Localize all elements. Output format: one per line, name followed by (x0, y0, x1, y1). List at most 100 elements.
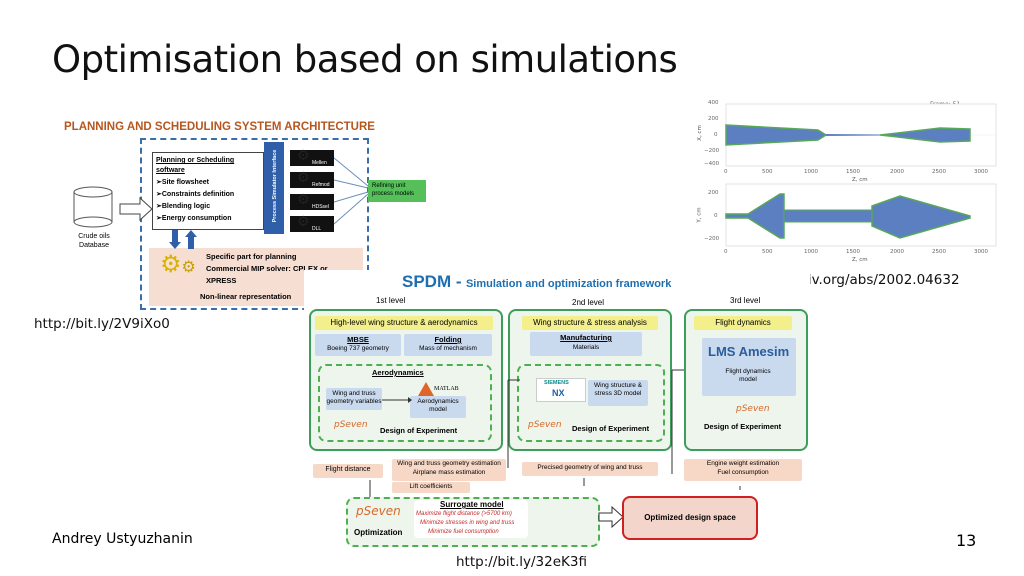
manufacturing-title: Manufacturing (560, 333, 612, 342)
dll-block (290, 150, 334, 166)
slide-title: Optimisation based on simulations (52, 38, 678, 81)
mbse-box: MBSE Boeing 737 geometry (315, 334, 401, 356)
refining-label: Refining unit process models (372, 183, 415, 197)
surrogate-line: Maximize flight distance (>5700 km) (416, 511, 512, 517)
database-arrow (119, 196, 153, 222)
plot-tick: 3000 (974, 249, 988, 255)
manufacturing-box: Manufacturing Materials (530, 332, 642, 356)
dll-block (290, 216, 334, 232)
matlab-icon (418, 382, 434, 396)
mass-est-label: Airplane mass estimation (412, 469, 486, 476)
optimization-label: Optimization (354, 528, 403, 537)
planning-link[interactable]: http://bit.ly/2V9iXo0 (34, 316, 170, 332)
aero-model-box: Aerodynamics model (410, 396, 466, 418)
gear-icon: ⚙ (297, 214, 310, 230)
amesim-box (702, 338, 796, 396)
nonlinear-label: Non-linear representation (200, 292, 292, 301)
dll-block (290, 194, 334, 210)
refining-connector-lines (334, 157, 369, 225)
pseven-logo: pSeven (334, 420, 368, 430)
pseven-logo: pSeven (356, 504, 401, 518)
plot-xlabel: Z, cm (852, 257, 868, 263)
spdm-title-sub: Simulation and optimization framework (465, 278, 672, 290)
level1-header: High-level wing structure & aerodynamics (315, 316, 493, 330)
geom-est-label: Wing and truss geometry estimation (397, 460, 501, 467)
software-header: Planning or Scheduling software (156, 157, 235, 174)
aero-frame (318, 364, 492, 442)
plot-tick: 0 (724, 249, 728, 255)
dll-label: Refmod (312, 182, 330, 188)
plot-tick: −200 (704, 148, 720, 154)
plot-tick: 400 (708, 100, 719, 106)
surrogate-line: Minimize stresses in wing and truss (420, 520, 515, 526)
plot-tick: −200 (704, 236, 720, 242)
plot-tick: 3000 (974, 169, 988, 175)
surrogate-title: Surrogate model (440, 500, 504, 509)
surrogate-line: Minimize fuel consumption (428, 529, 499, 535)
specific-line: Specific part for planning (206, 252, 297, 261)
specific-line: XPRESS (206, 276, 237, 285)
siemens-label: SIEMENS (544, 380, 569, 386)
database-label: Crude oils Database (78, 233, 110, 249)
level-label: 1st level (376, 296, 406, 305)
precised-geometry-box: Precised geometry of wing and truss (522, 462, 658, 476)
planning-title: PLANNING AND SCHEDULING SYSTEM ARCHITECT… (64, 121, 375, 133)
pseven-logo: pSeven (528, 420, 562, 430)
plot-tick: 0 (714, 213, 718, 219)
level-label: 3rd level (730, 296, 761, 305)
spdm-title-main: SPDM - (402, 272, 462, 291)
dll-label: Mellen (312, 160, 327, 166)
plot-tick: 1500 (846, 169, 860, 175)
software-item: ➢Constraints definition (156, 191, 235, 198)
specific-line: Commercial MIP solver: CPLEX or (206, 264, 328, 273)
stress-frame (517, 364, 665, 442)
plot-tick: 2000 (890, 249, 904, 255)
spdm-title: SPDM - Simulation and optimization frame… (402, 272, 671, 292)
amesim-label: LMS Amesim (708, 344, 790, 359)
dll-block (290, 172, 334, 188)
plot-tick: 1500 (846, 249, 860, 255)
dll-label: HDSsel (312, 204, 329, 210)
geometry-estimation-box: Wing and truss geometry estimation Airpl… (392, 459, 506, 481)
folding-box: Folding Mass of mechanism (404, 334, 492, 356)
plot-tick: −400 (704, 161, 720, 167)
surrogate-box (414, 500, 528, 538)
fuel-label: Fuel consumption (717, 469, 769, 476)
gear-icon: ⚙ (297, 192, 310, 208)
fd-model-label: Flight dynamics model (725, 368, 771, 383)
gear-icon: ⚙ (297, 148, 310, 164)
page-number: 13 (956, 531, 977, 550)
software-item: ➢Energy consumption (156, 215, 232, 222)
flight-distance-box: Flight distance (313, 464, 383, 478)
manufacturing-sub: Materials (572, 344, 600, 351)
plot-tick: 200 (708, 116, 719, 122)
optimized-box: Optimized design space (622, 496, 758, 540)
wing-model-box: Wing structure & stress 3D model (588, 380, 648, 406)
nx-label: NX (552, 388, 565, 398)
optimized-arrow (598, 506, 624, 528)
beam-plot-graphic (725, 103, 997, 247)
planning-outer-frame (140, 138, 369, 310)
interface-arrows (169, 230, 197, 249)
plot-tick: 1000 (804, 169, 818, 175)
plot-ylabel: Y, cm (696, 207, 703, 223)
interface-label: Process Simulator Interface (272, 149, 278, 223)
pseven-logo: pSeven (736, 404, 770, 414)
folding-sub: Mass of mechanism (419, 345, 477, 352)
plot-tick: 500 (762, 169, 773, 175)
level3-header: Flight dynamics (694, 316, 792, 330)
spdm-link[interactable]: http://bit.ly/32eK3fi (456, 554, 587, 570)
plot-tick: 1000 (804, 249, 818, 255)
doe-label: Design of Experiment (704, 422, 782, 431)
lift-box: Lift coefficients (392, 482, 470, 493)
plot-tick: 0 (724, 169, 728, 175)
aero-title: Aerodynamics (372, 368, 424, 377)
plot-tick: 2500 (932, 249, 946, 255)
siemens-logo (536, 378, 586, 402)
software-box (152, 152, 264, 230)
plot-tick: 2000 (890, 169, 904, 175)
gears-icon: ⚙⚙ (160, 250, 196, 278)
folding-title: Folding (434, 335, 462, 344)
engine-label: Engine weight estimation (706, 460, 780, 467)
database-icon (73, 186, 113, 228)
